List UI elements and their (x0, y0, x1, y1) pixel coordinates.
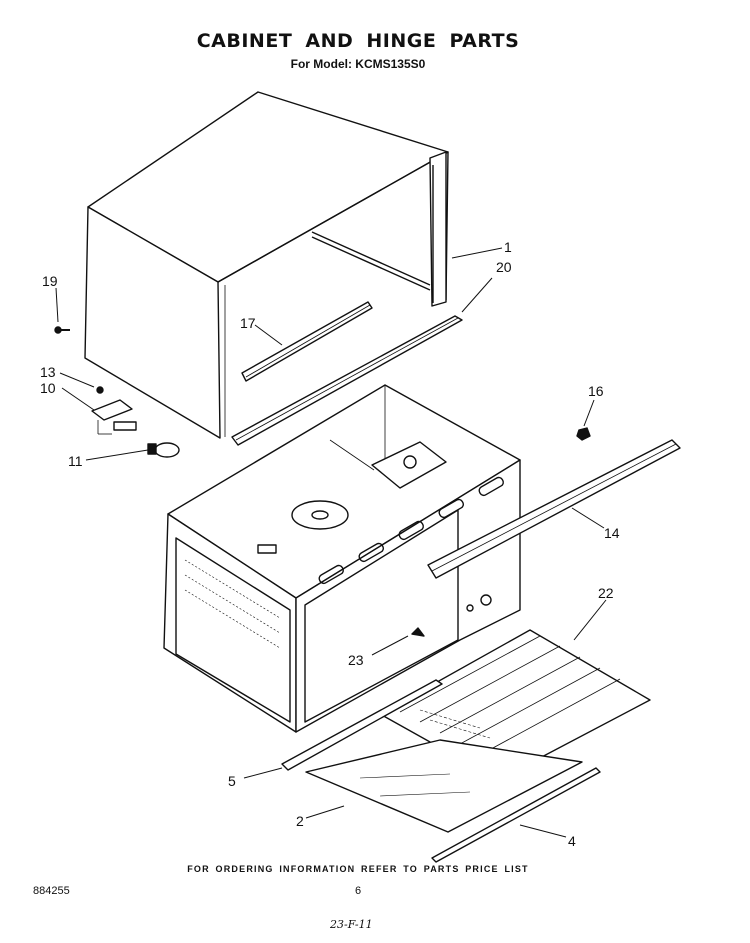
front-rail-part (231, 315, 463, 446)
ordering-note: FOR ORDERING INFORMATION REFER TO PARTS … (187, 864, 529, 874)
left-rail-part (281, 679, 443, 771)
callout-10: 10 (40, 380, 56, 396)
lamp-bulb-part (147, 442, 180, 458)
hinge-bracket-part (91, 386, 137, 435)
handwritten-note: 23-F-11 (330, 918, 373, 931)
callout-14: 14 (604, 525, 620, 541)
callout-11: 11 (68, 453, 83, 469)
screw-part (54, 326, 70, 334)
trim-strip-part (241, 301, 373, 382)
callout-16: 16 (588, 383, 604, 399)
glass-plate-part (305, 739, 583, 833)
callout-23: 23 (348, 652, 364, 668)
callout-13: 13 (40, 364, 56, 380)
nut-part (576, 427, 591, 441)
callout-19: 19 (42, 273, 58, 289)
callout-1: 1 (504, 239, 512, 255)
page-number: 6 (355, 885, 362, 897)
callout-2: 2 (296, 813, 304, 829)
callout-22: 22 (598, 585, 614, 601)
side-rail-part (427, 439, 681, 579)
callout-5: 5 (228, 773, 236, 789)
callout-17: 17 (240, 315, 256, 331)
page-title: CABINET AND HINGE PARTS (196, 30, 520, 52)
callout-20: 20 (496, 259, 512, 275)
document-number: 884255 (33, 885, 70, 897)
leader-lines (55, 247, 607, 838)
cabinet-wrapper-part (84, 91, 449, 439)
callout-4: 4 (568, 833, 576, 849)
oven-chassis-part (163, 384, 521, 733)
right-rail-part (431, 767, 601, 863)
model-subtitle: For Model: KCMS135S0 (290, 57, 426, 71)
